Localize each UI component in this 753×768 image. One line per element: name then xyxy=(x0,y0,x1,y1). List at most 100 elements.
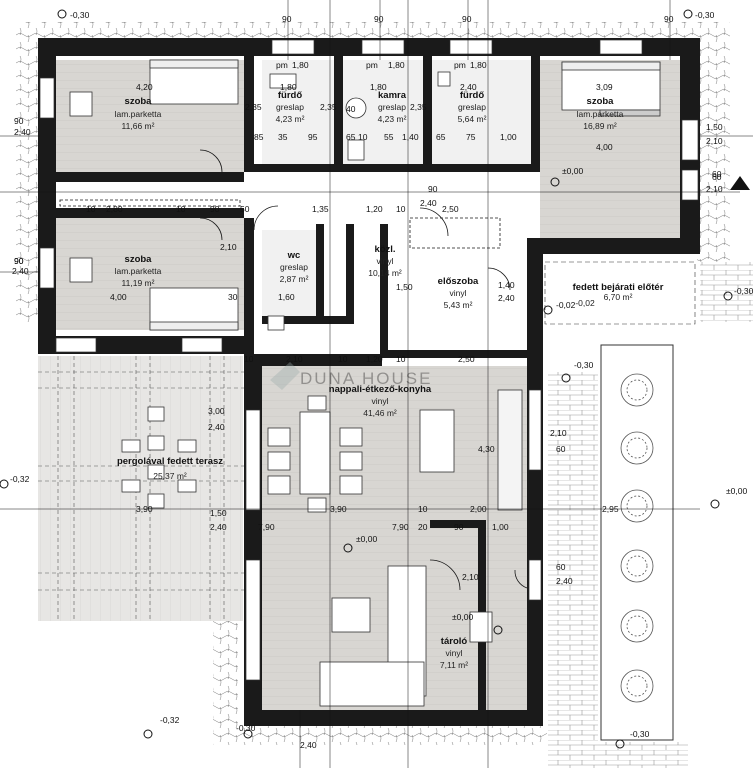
level-marker: -0,32 xyxy=(0,474,30,489)
svg-text:1,35: 1,35 xyxy=(312,204,329,214)
furniture xyxy=(69,59,661,707)
svg-text:2,40: 2,40 xyxy=(208,422,225,432)
room-name: szoba xyxy=(587,96,615,107)
room-floor: greslap xyxy=(280,262,308,272)
watermark: DUNA HOUSE xyxy=(270,362,430,390)
svg-text:50: 50 xyxy=(240,204,250,214)
svg-text:1,50: 1,50 xyxy=(396,282,413,292)
svg-text:30: 30 xyxy=(228,292,238,302)
svg-text:pm: pm xyxy=(276,60,288,70)
room-area: 5,64 m² xyxy=(458,114,487,124)
level-marker: ±0,00 xyxy=(710,486,747,509)
svg-text:7,90: 7,90 xyxy=(258,522,275,532)
level-marker: -0,30 xyxy=(57,9,90,20)
svg-text:10: 10 xyxy=(396,354,406,364)
level-marker: -0,32 xyxy=(143,715,180,739)
svg-text:90: 90 xyxy=(14,256,24,266)
svg-text:95: 95 xyxy=(308,132,318,142)
svg-text:pm: pm xyxy=(454,60,466,70)
svg-text:40: 40 xyxy=(346,104,356,114)
svg-text:7,90: 7,90 xyxy=(392,522,409,532)
svg-text:10: 10 xyxy=(358,132,368,142)
svg-text:1,20: 1,20 xyxy=(366,354,383,364)
svg-text:3,09: 3,09 xyxy=(596,82,613,92)
svg-text:-0,30: -0,30 xyxy=(236,723,256,733)
room-name: fedett bejárati előtér xyxy=(573,282,664,293)
svg-text:90: 90 xyxy=(282,14,292,24)
svg-text:4,00: 4,00 xyxy=(110,292,127,302)
svg-text:-0,02: -0,02 xyxy=(556,300,576,310)
entrance-area xyxy=(544,261,753,768)
svg-text:2,40: 2,40 xyxy=(12,266,29,276)
svg-text:85: 85 xyxy=(254,132,264,142)
svg-text:-0,32: -0,32 xyxy=(160,715,180,725)
svg-text:2,50: 2,50 xyxy=(442,204,459,214)
svg-text:2,35: 2,35 xyxy=(320,102,337,112)
svg-text:±0,00: ±0,00 xyxy=(562,166,583,176)
svg-text:90: 90 xyxy=(374,14,384,24)
svg-text:2,10: 2,10 xyxy=(706,136,723,146)
svg-text:2,40: 2,40 xyxy=(14,127,31,137)
door-swings xyxy=(59,149,528,591)
svg-text:2,50: 2,50 xyxy=(458,354,475,364)
svg-text:3,90: 3,90 xyxy=(136,504,153,514)
svg-text:2,40: 2,40 xyxy=(300,740,317,750)
svg-text:1,80: 1,80 xyxy=(292,60,309,70)
windows xyxy=(39,39,699,681)
svg-text:1,40: 1,40 xyxy=(402,132,419,142)
room-floor: greslap xyxy=(378,102,406,112)
svg-text:10: 10 xyxy=(338,354,348,364)
svg-text:1,50: 1,50 xyxy=(706,122,723,132)
svg-text:1,60: 1,60 xyxy=(278,292,295,302)
svg-text:10: 10 xyxy=(86,204,96,214)
room-name: wc xyxy=(287,250,301,261)
level-marker: -0,30 xyxy=(683,9,715,20)
room-floor: vinyl xyxy=(449,288,466,298)
svg-text:10: 10 xyxy=(418,504,428,514)
room-name: szoba xyxy=(125,254,153,265)
svg-text:90: 90 xyxy=(664,14,674,24)
room-area: 6,70 m² xyxy=(604,292,633,302)
room-floor: greslap xyxy=(276,102,304,112)
svg-text:60: 60 xyxy=(712,172,722,182)
stone-border xyxy=(16,22,730,745)
room-floor: -0,02 xyxy=(575,298,595,308)
room-area: 11,19 m² xyxy=(122,278,155,288)
room-floor: lam.parketta xyxy=(115,266,162,276)
svg-text:10: 10 xyxy=(396,204,406,214)
room-area: 4,23 m² xyxy=(378,114,407,124)
svg-text:1,80: 1,80 xyxy=(280,82,297,92)
room-area: 16,89 m² xyxy=(583,121,617,131)
svg-text:2,00: 2,00 xyxy=(470,504,487,514)
svg-text:2,95: 2,95 xyxy=(602,504,619,514)
svg-text:35: 35 xyxy=(278,132,288,142)
level-marker: -0,30 xyxy=(615,729,650,749)
room-name: előszoba xyxy=(438,276,479,287)
svg-text:2,10: 2,10 xyxy=(706,184,723,194)
svg-text:±0,00: ±0,00 xyxy=(356,534,377,544)
room-area: 10,14 m² xyxy=(368,268,402,278)
room-name: szoba xyxy=(125,96,153,107)
room-name: tároló xyxy=(441,636,468,647)
room-area: 5,43 m² xyxy=(444,300,473,310)
svg-text:1,40: 1,40 xyxy=(498,280,515,290)
svg-text:75: 75 xyxy=(466,132,476,142)
level-marker: -0,30 xyxy=(236,723,256,739)
room-floor: vinyl xyxy=(445,648,462,658)
room-area: 2,87 m² xyxy=(280,274,309,284)
svg-text:3,00: 3,00 xyxy=(208,406,225,416)
svg-text:2,35: 2,35 xyxy=(410,102,427,112)
svg-text:pm: pm xyxy=(366,60,378,70)
level-marker: ±0,00 xyxy=(343,534,377,553)
room-area: 4,23 m² xyxy=(276,114,305,124)
level-marker: ±0,00 xyxy=(550,166,583,187)
svg-text:90: 90 xyxy=(14,256,24,266)
room-name: nappali-étkező-konyha xyxy=(329,384,432,395)
svg-text:-0,30: -0,30 xyxy=(734,286,753,296)
room-floor: vinyl xyxy=(371,396,388,406)
svg-text:-0,30: -0,30 xyxy=(574,360,594,370)
svg-text:90: 90 xyxy=(14,116,24,126)
svg-text:20: 20 xyxy=(418,522,428,532)
svg-text:1,50: 1,50 xyxy=(210,508,227,518)
